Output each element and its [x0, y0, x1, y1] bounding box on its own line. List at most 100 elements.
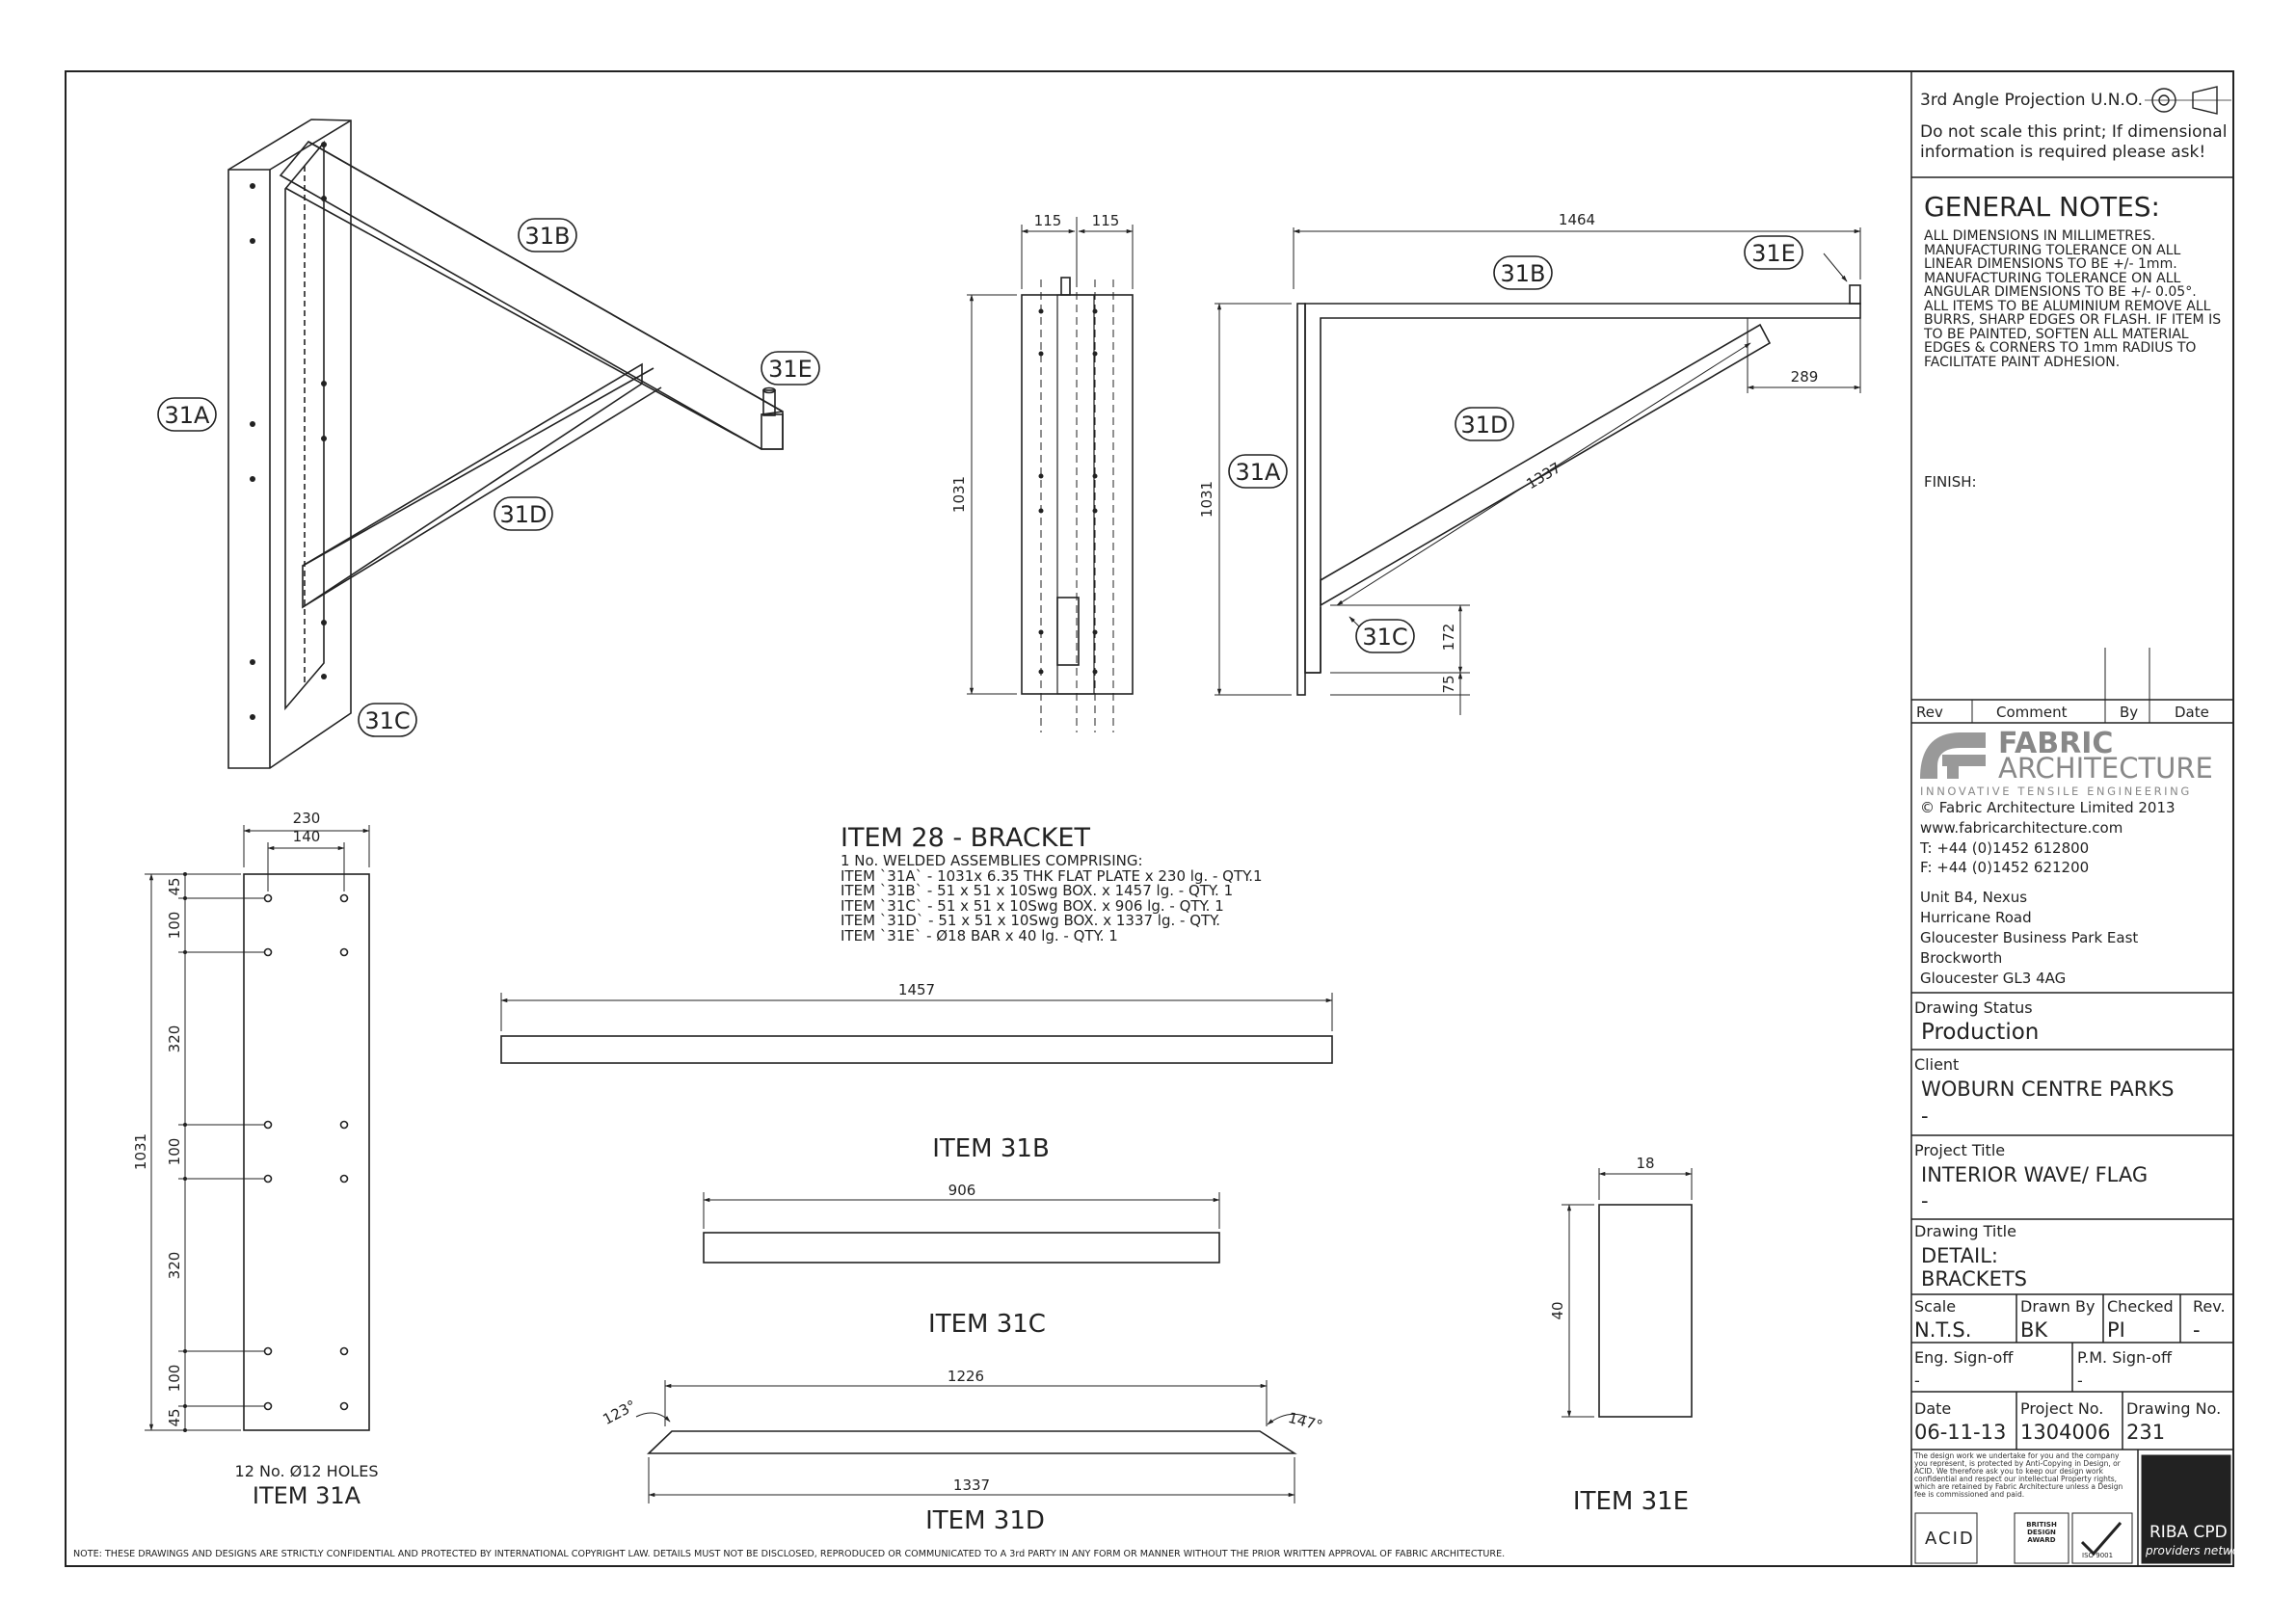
client-label: Client: [1914, 1055, 1960, 1074]
date-label: Date: [1914, 1399, 1952, 1418]
31a-dim-320-b: 320: [166, 1252, 183, 1280]
company-fax: F: +44 (0)1452 621200: [1920, 859, 2090, 876]
side-label-31e: 31E: [1751, 240, 1796, 267]
side-balloons: [1228, 235, 1803, 653]
front-view-dims: 115 115 1031: [950, 212, 1119, 513]
31b-dim: 1457: [898, 981, 935, 998]
items-bcde-text: 1457 ITEM 31B 906 ITEM 31C 1226 1337 123…: [600, 981, 1689, 1535]
drawing-no-value: 231: [2126, 1421, 2166, 1444]
address-line-3: Gloucester Business Park East: [1920, 929, 2139, 946]
isometric-view: [157, 119, 820, 769]
side-dim-289: 289: [1791, 368, 1819, 386]
31d-dim-top: 1226: [948, 1368, 984, 1385]
eng-signoff-value: -: [1914, 1371, 1920, 1390]
side-label-31b: 31B: [1500, 260, 1545, 287]
badge-iso: ISO 9001: [2082, 1552, 2114, 1559]
iso-label-31d: 31D: [499, 501, 547, 528]
items-bcde-views: [500, 993, 1693, 1503]
logo-tagline: INNOVATIVE TENSILE ENGINEERING: [1920, 785, 2192, 798]
side-label-31c: 31C: [1362, 624, 1407, 651]
date-value: 06-11-13: [1914, 1421, 2007, 1444]
scale-label: Scale: [1914, 1297, 1957, 1316]
project-title-value: INTERIOR WAVE/ FLAG: [1921, 1163, 2149, 1186]
bracket-line-3: ITEM `31C` - 51 x 51 x 10Swg BOX. x 906 …: [841, 896, 1224, 915]
scale-value: N.T.S.: [1914, 1318, 1972, 1342]
fabric-architecture-logo-icon: [1920, 732, 1986, 779]
31a-dim-320-a: 320: [166, 1025, 183, 1053]
side-view-text: 1464 289 1337 1031 172 75 31B 31E 31D 31…: [1198, 211, 1818, 694]
31d-title: ITEM 31D: [925, 1506, 1045, 1535]
badge-british-design-award: BRITISH DESIGN AWARD: [2026, 1521, 2057, 1544]
drawing-status-label: Drawing Status: [1914, 998, 2033, 1017]
project-title-label: Project Title: [1914, 1141, 2006, 1159]
address-line-5: Gloucester GL3 4AG: [1920, 970, 2067, 987]
31a-dim-100-b: 100: [166, 1138, 183, 1166]
bracket-line-1: ITEM `31A` - 1031x 6.35 THK FLAT PLATE x…: [841, 866, 1263, 885]
bracket-line-4: ITEM `31D` - 51 x 51 x 10Swg BOX. x 1337…: [841, 912, 1221, 929]
pm-signoff-value: -: [2077, 1371, 2083, 1390]
pm-signoff-label: P.M. Sign-off: [2077, 1348, 2172, 1367]
side-label-31a: 31A: [1236, 459, 1282, 486]
copyright: © Fabric Architecture Limited 2013: [1920, 799, 2176, 816]
iso-balloons: [157, 218, 820, 737]
item-31a-view: [145, 825, 370, 1432]
31a-dim-100-a: 100: [166, 912, 183, 940]
confidentiality-note: NOTE: THESE DRAWINGS AND DESIGNS ARE STR…: [73, 1549, 1506, 1559]
31c-dim: 906: [948, 1182, 976, 1199]
drawing-status-value: Production: [1921, 1020, 2040, 1045]
rev-label: Rev.: [2193, 1297, 2226, 1316]
rev-header-rev: Rev: [1916, 704, 1943, 721]
front-dim-115-right: 115: [1092, 212, 1120, 229]
title-block-frame: [1910, 71, 2233, 1566]
bracket-item-list: 1 No. WELDED ASSEMBLIES COMPRISING: ITEM…: [841, 852, 1263, 944]
drawing-title-line1: DETAIL:: [1921, 1244, 1998, 1267]
drawing-title-line2: BRACKETS: [1921, 1267, 2028, 1290]
31a-dim-230: 230: [293, 810, 321, 827]
31c-title: ITEM 31C: [928, 1310, 1046, 1339]
rev-header-comment: Comment: [1996, 704, 2068, 721]
drawing-title-label: Drawing Title: [1914, 1222, 2016, 1240]
iso-label-31b: 31B: [524, 223, 570, 250]
side-dim-75: 75: [1440, 675, 1457, 693]
side-label-31d: 31D: [1460, 412, 1508, 439]
rev-header-date: Date: [2175, 704, 2209, 721]
badge-acid: ACID: [1925, 1529, 1975, 1549]
31d-angle-right: 147°: [1287, 1409, 1325, 1435]
scale-warning: Do not scale this print; If dimensional …: [1920, 122, 2228, 162]
address-line-2: Hurricane Road: [1920, 909, 2032, 926]
checked-label: Checked: [2107, 1297, 2174, 1316]
iso-label-31a: 31A: [165, 402, 211, 429]
31a-dim-45-bottom: 45: [166, 1408, 183, 1426]
projection-note: 3rd Angle Projection U.N.O.: [1920, 91, 2144, 110]
side-dim-172: 172: [1440, 624, 1457, 652]
side-dim-1464: 1464: [1559, 211, 1595, 228]
iso-label-31c: 31C: [364, 707, 410, 734]
badge-riba-cpd: RIBA CPD: [2149, 1523, 2228, 1542]
31a-dim-1031: 1031: [132, 1133, 149, 1170]
client-sub: -: [1921, 1104, 1929, 1128]
31a-dim-45-top: 45: [166, 877, 183, 895]
31e-dim-w: 18: [1636, 1155, 1654, 1172]
project-no-label: Project No.: [2020, 1399, 2104, 1418]
31d-angle-left: 123°: [600, 1397, 638, 1428]
31b-title: ITEM 31B: [932, 1134, 1050, 1163]
legal-notice: The design work we undertake for you and…: [1914, 1451, 2123, 1499]
31a-dim-140: 140: [293, 828, 321, 845]
31e-dim-h: 40: [1549, 1301, 1566, 1319]
logo-architecture: ARCHITECTURE: [1998, 752, 2213, 785]
front-view: [967, 217, 1134, 732]
front-dim-1031: 1031: [950, 476, 968, 513]
bracket-line-0: 1 No. WELDED ASSEMBLIES COMPRISING:: [841, 852, 1143, 869]
general-notes: ALL DIMENSIONS IN MILLIMETRES. MANUFACTU…: [1924, 228, 2222, 370]
side-dim-1337: 1337: [1523, 459, 1563, 492]
finish-label: FINISH:: [1924, 473, 1977, 491]
drawn-by-label: Drawn By: [2020, 1297, 2096, 1316]
item-31a-text: 230 140 45 100 320 100 320 100 45 1031 1…: [132, 810, 378, 1509]
accreditation-badges: [1914, 1454, 2231, 1564]
address-line-1: Unit B4, Nexus: [1920, 889, 2028, 906]
project-no-value: 1304006: [2020, 1421, 2111, 1444]
bracket-line-2: ITEM `31B` - 51 x 51 x 10Swg BOX. x 1457…: [841, 882, 1234, 899]
website-link[interactable]: www.fabricarchitecture.com: [1920, 819, 2123, 837]
client-value: WOBURN CENTRE PARKS: [1921, 1078, 2175, 1101]
